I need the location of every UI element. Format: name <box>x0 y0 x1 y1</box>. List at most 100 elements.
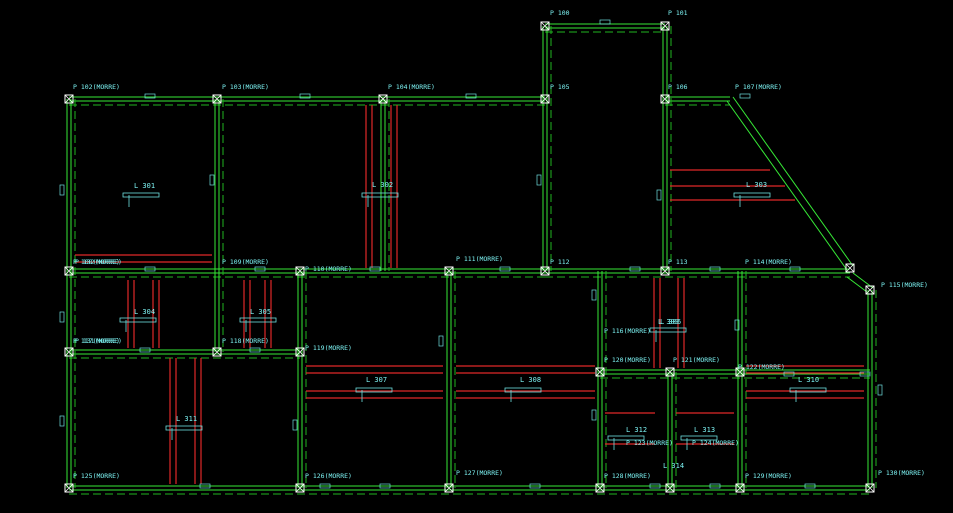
pillar-column <box>444 266 454 276</box>
beam-tag <box>709 483 721 489</box>
pillar-label: P 103(MORRE) <box>222 83 269 91</box>
pillar-column <box>64 266 74 276</box>
slab-label: L 309 <box>658 318 679 326</box>
slab-label: L 314 <box>663 462 684 470</box>
slab-direction-symbol <box>789 387 827 393</box>
slab-label: L 311 <box>176 415 197 423</box>
slab-label: L 301 <box>134 182 155 190</box>
pillar-label: P 116(MORRE) <box>604 327 651 335</box>
beam-tag <box>369 266 381 272</box>
pillar-column <box>212 94 222 104</box>
pillar-column <box>595 483 605 493</box>
pillar-column <box>865 285 875 295</box>
beam-layer <box>66 23 877 495</box>
pillar-column <box>64 94 74 104</box>
pillar-column <box>595 367 605 377</box>
pillar-column <box>295 483 305 493</box>
beam-tag <box>804 483 816 489</box>
pillar-column <box>295 266 305 276</box>
beam-tag <box>656 189 662 201</box>
pillar-label: P 111(MORRE) <box>456 255 503 263</box>
slab-direction-symbol <box>504 387 542 393</box>
beam-tag <box>536 174 542 186</box>
slab-label: L 308 <box>520 376 541 384</box>
pillar-column <box>212 347 222 357</box>
pillar-label: P 121(MORRE) <box>673 356 720 364</box>
pillar-label: P 107(MORRE) <box>735 83 782 91</box>
beam-tag <box>591 409 597 421</box>
pillar-column <box>735 367 745 377</box>
pillar-label: P 100 <box>550 9 570 17</box>
beam-line <box>732 96 854 267</box>
pillar-column <box>64 483 74 493</box>
pillar-label: P 113 <box>668 258 688 266</box>
pillar-column <box>295 483 305 493</box>
pillar-label: P 131(MORRE) <box>75 337 122 345</box>
slab-label: L 303 <box>746 181 767 189</box>
pillar-column <box>665 367 675 377</box>
beam-tag <box>199 483 211 489</box>
slab-direction-symbol <box>733 192 771 198</box>
beam-tag <box>292 419 298 431</box>
pillar-column <box>595 367 605 377</box>
slab-direction-symbol <box>607 435 645 441</box>
pillar-column <box>378 94 388 104</box>
beam-tag <box>591 289 597 301</box>
beam-tag <box>144 266 156 272</box>
slab-label: L 302 <box>372 181 393 189</box>
pillar-column <box>444 483 454 493</box>
pillar-label: P 118(MORRE) <box>222 337 269 345</box>
slab-label: L 306 <box>660 318 681 326</box>
pillar-label: P 120(MORRE) <box>604 356 651 364</box>
pillar-label: P 129(MORRE) <box>745 472 792 480</box>
pillar-column <box>845 263 855 273</box>
pillar-column <box>735 367 745 377</box>
beam-tag <box>877 384 883 396</box>
pillar-column <box>378 94 388 104</box>
rebar-layer <box>75 105 864 484</box>
beam-tag <box>139 347 151 353</box>
pillar-label: P 102(MORRE) <box>73 83 120 91</box>
pillar-label: P 124(MORRE) <box>692 439 739 447</box>
beam-tag <box>599 19 611 25</box>
beam-tag <box>709 266 721 272</box>
pillar-column <box>295 347 305 357</box>
pillar-column <box>865 483 875 493</box>
pillar-column <box>735 483 745 493</box>
pillar-label: P 101 <box>668 9 688 17</box>
pillar-column <box>660 21 670 31</box>
beam-tag <box>59 184 65 196</box>
beam-line <box>846 276 868 293</box>
pillar-column <box>735 483 745 493</box>
beam-tag <box>649 483 661 489</box>
beam-tag <box>59 415 65 427</box>
pillar-label: P 119(MORRE) <box>305 344 352 352</box>
column-layer <box>64 21 875 493</box>
pillar-column <box>540 94 550 104</box>
slab-direction-symbol <box>649 327 687 333</box>
beam-tag <box>254 266 266 272</box>
pillar-column <box>865 483 875 493</box>
pillar-label: P 114(MORRE) <box>745 258 792 266</box>
beam-tag <box>319 483 331 489</box>
pillar-column <box>660 94 670 104</box>
pillar-column <box>295 347 305 357</box>
beam-tag <box>739 93 751 99</box>
pillar-column <box>865 285 875 295</box>
pillar-column <box>64 266 74 276</box>
pillar-label: P 132(MORRE) <box>75 258 122 266</box>
pillar-label: P 115(MORRE) <box>881 281 928 289</box>
beam-tag <box>209 174 215 186</box>
beam-tag <box>499 266 511 272</box>
pillar-column <box>64 347 74 357</box>
pillar-column <box>845 263 855 273</box>
pillar-column <box>64 347 74 357</box>
pillar-column <box>660 94 670 104</box>
slab-label: L 305 <box>250 308 271 316</box>
pillar-column <box>295 266 305 276</box>
pillar-label: P 109(MORRE) <box>222 258 269 266</box>
pillar-column <box>540 21 550 31</box>
pillar-label: P 108(MORRE) <box>73 258 120 266</box>
pillar-column <box>444 266 454 276</box>
pillar-column <box>540 94 550 104</box>
